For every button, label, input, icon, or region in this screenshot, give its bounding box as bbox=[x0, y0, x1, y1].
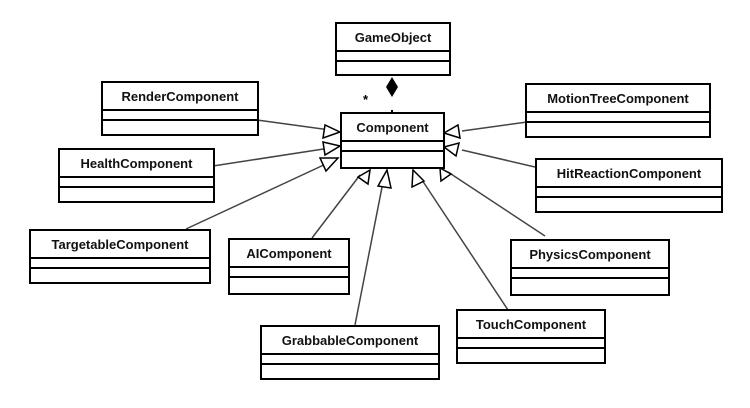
class-operations bbox=[31, 269, 209, 282]
inheritance-arrow-icon bbox=[411, 168, 426, 189]
composition-diamond-icon bbox=[386, 77, 398, 97]
inheritance-arrow-icon bbox=[376, 167, 392, 189]
class-operations bbox=[262, 365, 438, 378]
generalization-render bbox=[256, 119, 331, 131]
class-name: Component bbox=[342, 114, 443, 142]
inheritance-arrow-icon bbox=[442, 123, 461, 140]
class-operations bbox=[342, 152, 443, 167]
class-name: HitReactionComponent bbox=[537, 160, 721, 188]
class-operations bbox=[527, 123, 709, 136]
class-attributes bbox=[31, 259, 209, 269]
class-operations bbox=[458, 349, 604, 362]
multiplicity-label: * bbox=[363, 92, 369, 107]
class-health-component[interactable]: HealthComponent bbox=[58, 148, 215, 203]
class-name: MotionTreeComponent bbox=[527, 85, 709, 113]
class-motiontree-component[interactable]: MotionTreeComponent bbox=[525, 83, 711, 138]
class-physics-component[interactable]: PhysicsComponent bbox=[510, 239, 670, 296]
generalization-motiontree bbox=[461, 121, 528, 132]
class-name: HealthComponent bbox=[60, 150, 213, 178]
class-attributes bbox=[537, 188, 721, 198]
class-attributes bbox=[60, 178, 213, 188]
class-targetable-component[interactable]: TargetableComponent bbox=[29, 229, 211, 284]
class-operations bbox=[337, 62, 449, 74]
class-gameobject[interactable]: GameObject bbox=[335, 22, 451, 76]
class-operations bbox=[60, 188, 213, 201]
class-name: TargetableComponent bbox=[31, 231, 209, 259]
generalization-touch bbox=[419, 176, 511, 314]
class-attributes bbox=[337, 52, 449, 62]
class-name: PhysicsComponent bbox=[512, 241, 668, 269]
inheritance-arrow-icon bbox=[322, 141, 342, 157]
generalization-health bbox=[212, 147, 331, 167]
class-name: AIComponent bbox=[230, 240, 348, 268]
class-operations bbox=[537, 198, 721, 211]
class-component[interactable]: Component bbox=[340, 112, 445, 169]
class-ai-component[interactable]: AIComponent bbox=[228, 238, 350, 295]
class-name: TouchComponent bbox=[458, 311, 604, 339]
class-operations bbox=[512, 279, 668, 294]
class-operations bbox=[103, 121, 257, 134]
generalization-physics bbox=[447, 171, 546, 237]
inheritance-arrow-icon bbox=[356, 168, 371, 186]
inheritance-arrow-icon bbox=[318, 157, 340, 173]
generalization-grabbable bbox=[354, 176, 385, 326]
inheritance-arrow-icon bbox=[439, 166, 453, 183]
class-attributes bbox=[342, 142, 443, 152]
class-render-component[interactable]: RenderComponent bbox=[101, 81, 259, 136]
class-hitreaction-component[interactable]: HitReactionComponent bbox=[535, 158, 723, 213]
class-operations bbox=[230, 278, 348, 293]
generalization-ai bbox=[311, 174, 361, 239]
class-attributes bbox=[527, 113, 709, 123]
generalization-targetable bbox=[185, 162, 329, 230]
class-attributes bbox=[458, 339, 604, 349]
class-attributes bbox=[103, 111, 257, 121]
class-attributes bbox=[262, 355, 438, 365]
class-name: RenderComponent bbox=[103, 83, 257, 111]
class-attributes bbox=[230, 268, 348, 278]
class-attributes bbox=[512, 269, 668, 279]
generalization-hitreaction bbox=[461, 149, 536, 168]
class-grabbable-component[interactable]: GrabbableComponent bbox=[260, 325, 440, 380]
inheritance-arrow-icon bbox=[322, 123, 342, 140]
class-touch-component[interactable]: TouchComponent bbox=[456, 309, 606, 364]
class-name: GameObject bbox=[337, 24, 449, 52]
inheritance-arrow-icon bbox=[442, 141, 461, 158]
class-name: GrabbableComponent bbox=[262, 327, 438, 355]
